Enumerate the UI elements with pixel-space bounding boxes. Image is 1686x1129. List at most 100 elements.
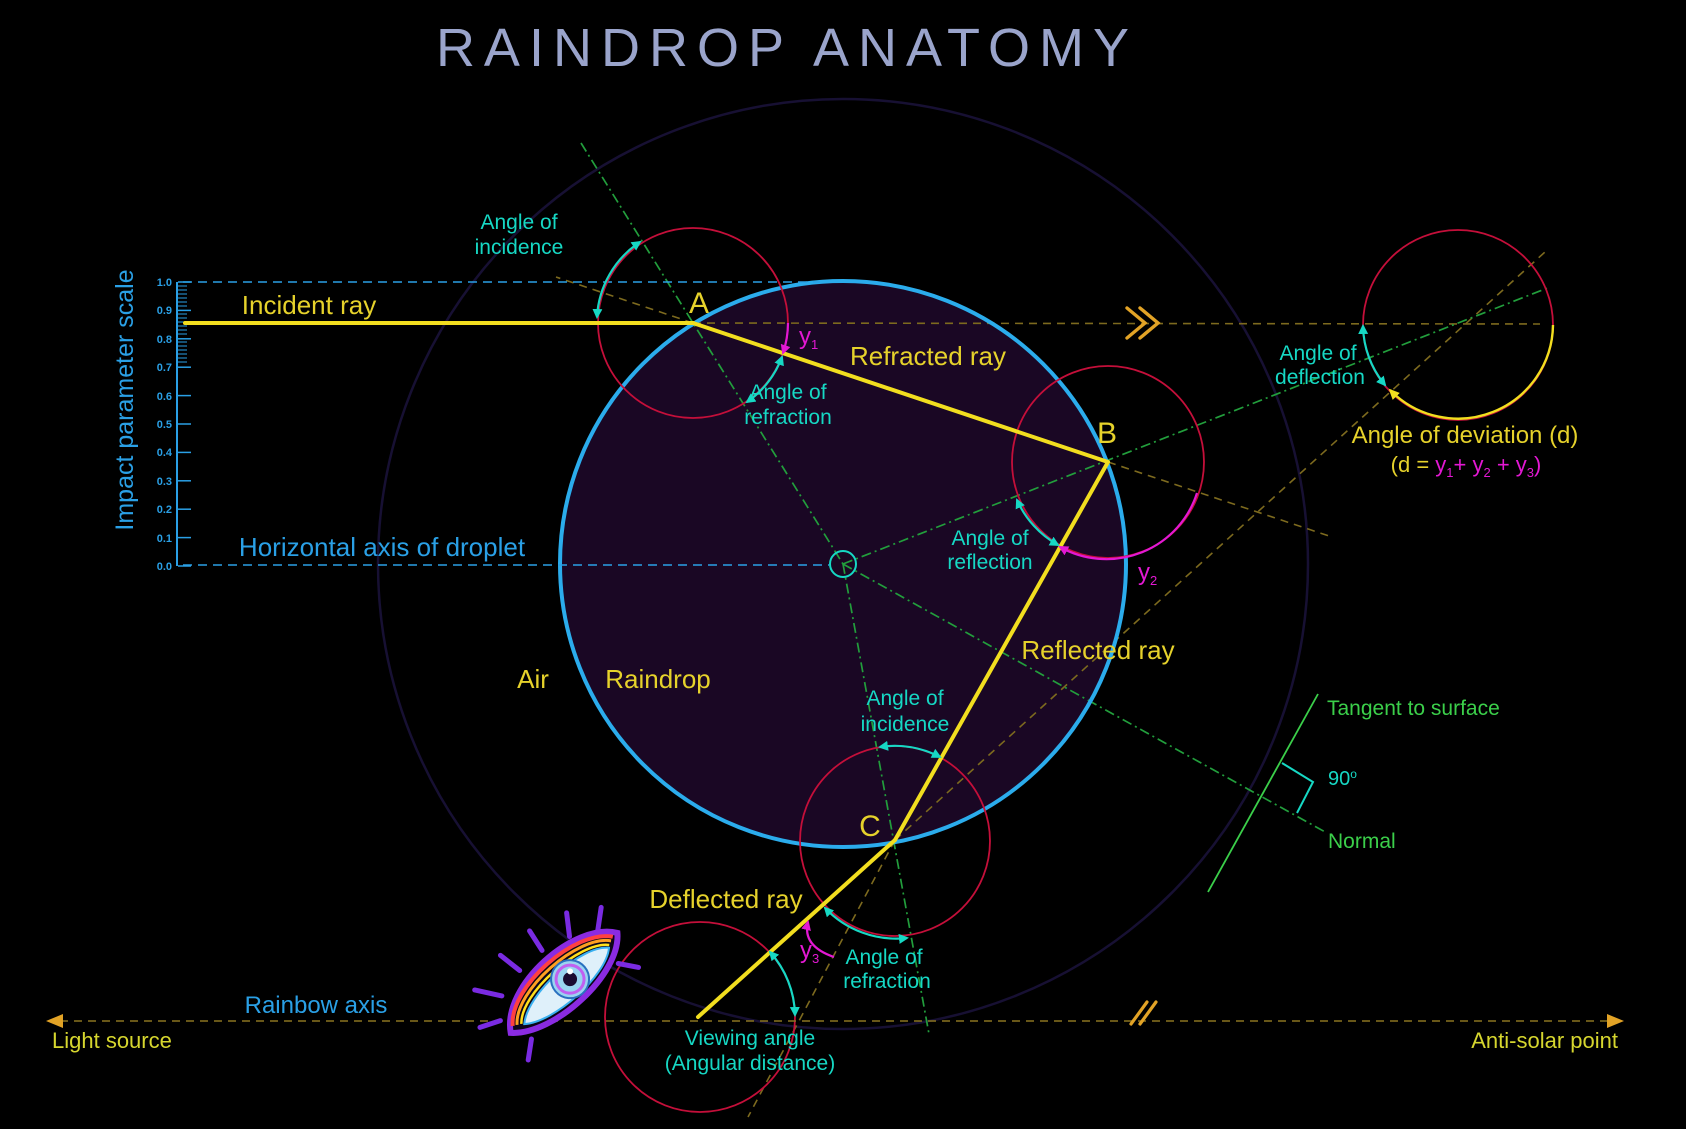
- eye-lashes: [472, 904, 642, 1063]
- axis-break-marker: [1129, 1000, 1158, 1026]
- point-b-label: B: [1097, 417, 1117, 450]
- arc-reflection-b: [1015, 498, 1060, 546]
- light-rays: [183, 321, 1110, 1019]
- angle-incidence-c-line1: Angle of: [866, 687, 943, 710]
- legend-labels: Tangent to surface Normal: [1327, 697, 1500, 853]
- formula-s2: 2: [1483, 465, 1490, 480]
- point-c-label: C: [859, 810, 881, 843]
- anti-solar-point-label: Anti-solar point: [1471, 1028, 1618, 1053]
- formula-close: ): [1534, 452, 1541, 477]
- normal-lines: [580, 142, 1551, 1035]
- angle-incidence-c-line2: incidence: [861, 713, 950, 736]
- scale-minor-ticks: [178, 285, 187, 363]
- normal-line-a: [580, 142, 844, 565]
- eye-iris-ring: [554, 963, 586, 995]
- arc-incidence-c: [878, 740, 942, 758]
- arc-refraction-c: [823, 906, 909, 944]
- air-label: Air: [517, 664, 549, 694]
- normal-line-legend: [842, 563, 1328, 834]
- deflected-ray-label: Deflected ray: [649, 884, 802, 914]
- arc-y3: [801, 920, 835, 959]
- point-a-label: A: [689, 287, 709, 320]
- ninety-degrees-label: 90o: [1328, 767, 1357, 790]
- formula-y1: y: [1435, 452, 1446, 477]
- svg-text:0.7: 0.7: [157, 362, 172, 374]
- formula-s3: 3: [1527, 465, 1534, 480]
- deviation-formula: (d = y1+ y2 + y3): [1391, 452, 1542, 480]
- refracted-extension-line: [1107, 461, 1333, 538]
- angle-circle-viewing: [604, 921, 796, 1113]
- arc-refraction-a: [745, 355, 784, 404]
- arc-deviation: [1388, 324, 1555, 420]
- gamma-labels: y1 y2 y3: [799, 323, 1157, 966]
- axis-arrow-right: [1607, 1014, 1624, 1028]
- eye-illustration: [472, 904, 642, 1063]
- right-angle-marker: [1281, 762, 1315, 814]
- angle-deviation-label: Angle of deviation (d): [1352, 422, 1579, 449]
- svg-text:0.6: 0.6: [157, 391, 172, 403]
- svg-text:0.1: 0.1: [157, 533, 172, 545]
- formula-y2: y: [1472, 452, 1483, 477]
- light-source-label: Light source: [52, 1028, 172, 1053]
- point-labels: A B C: [689, 287, 1117, 843]
- reflected-ray-line: [893, 460, 1110, 842]
- arc-incidence-a: [592, 240, 642, 319]
- impact-scale-label: Impact parameter scale: [111, 269, 139, 530]
- angle-deflection-line1: Angle of: [1279, 342, 1356, 365]
- svg-text:0.2: 0.2: [157, 504, 172, 516]
- refracted-back-extension-line: [555, 276, 694, 324]
- eye-streak-red: [510, 934, 614, 1027]
- eye-highlight: [567, 968, 574, 975]
- formula-plus1: +: [1454, 452, 1473, 477]
- angle-deflection-line2: deflection: [1275, 366, 1365, 389]
- outer-faint-circle: [376, 97, 1310, 1031]
- normal-label: Normal: [1328, 830, 1396, 853]
- angle-refraction-a-line1: Angle of: [749, 381, 826, 404]
- angle-incidence-a-line2: incidence: [475, 236, 564, 259]
- reference-lines: [183, 281, 829, 566]
- viewing-angle-line1: Viewing angle: [685, 1027, 815, 1050]
- formula-plus2: +: [1491, 452, 1516, 477]
- normal-line-b: [842, 286, 1551, 565]
- svg-text:0.3: 0.3: [157, 476, 172, 488]
- deflected-ray-line: [696, 838, 897, 1019]
- tangent-line: [1207, 693, 1319, 893]
- angle-incidence-a-line1: Angle of: [480, 211, 557, 234]
- arc-y2: [1058, 492, 1199, 561]
- formula-s1: 1: [1446, 465, 1453, 480]
- raindrop-label: Raindrop: [605, 664, 711, 694]
- tangent-label: Tangent to surface: [1327, 697, 1500, 720]
- raindrop-circle: [558, 279, 1128, 849]
- arc-y1: [780, 322, 791, 355]
- arc-viewing-angle: [768, 950, 800, 1017]
- svg-text:0.9: 0.9: [157, 305, 172, 317]
- impact-parameter-scale: 1.0 0.9 0.8 0.7 0.6 0.5 0.4 0.3 0.2 0.1 …: [111, 269, 191, 573]
- axis-arrow-left: [46, 1014, 63, 1028]
- incident-extension-line: [692, 322, 1541, 325]
- scale-major-ticks: [178, 281, 191, 567]
- y3-label: y3: [800, 937, 819, 966]
- reflected-ray-label: Reflected ray: [1021, 635, 1174, 665]
- reflected-extension-line: [747, 839, 896, 1118]
- refracted-ray-line: [691, 321, 1110, 464]
- angle-labels: Angle of incidence Angle of refraction A…: [475, 211, 1365, 1075]
- eye-pupil: [563, 972, 578, 987]
- horizontal-axis-label: Horizontal axis of droplet: [239, 532, 526, 562]
- rainbow-axis-label: Rainbow axis: [245, 992, 388, 1019]
- rainbow-axis-group: [46, 1000, 1624, 1028]
- angle-refraction-a-line2: refraction: [744, 406, 832, 429]
- angle-arcs-magenta: [780, 322, 1199, 959]
- refracted-ray-label: Refracted ray: [850, 341, 1006, 371]
- svg-text:1.0: 1.0: [157, 277, 172, 289]
- incident-ray-label: Incident ray: [242, 290, 376, 320]
- ray-labels: Incident ray Refracted ray Reflected ray…: [242, 290, 1175, 914]
- deflected-extension-line: [894, 251, 1546, 841]
- page-title: RAINDROP ANATOMY: [436, 18, 1138, 78]
- svg-text:0.5: 0.5: [157, 419, 172, 431]
- angle-reflection-b-line1: Angle of: [951, 527, 1028, 550]
- angle-refraction-c-line1: Angle of: [845, 946, 922, 969]
- formula-y3: y: [1516, 452, 1527, 477]
- svg-text:0.8: 0.8: [157, 334, 172, 346]
